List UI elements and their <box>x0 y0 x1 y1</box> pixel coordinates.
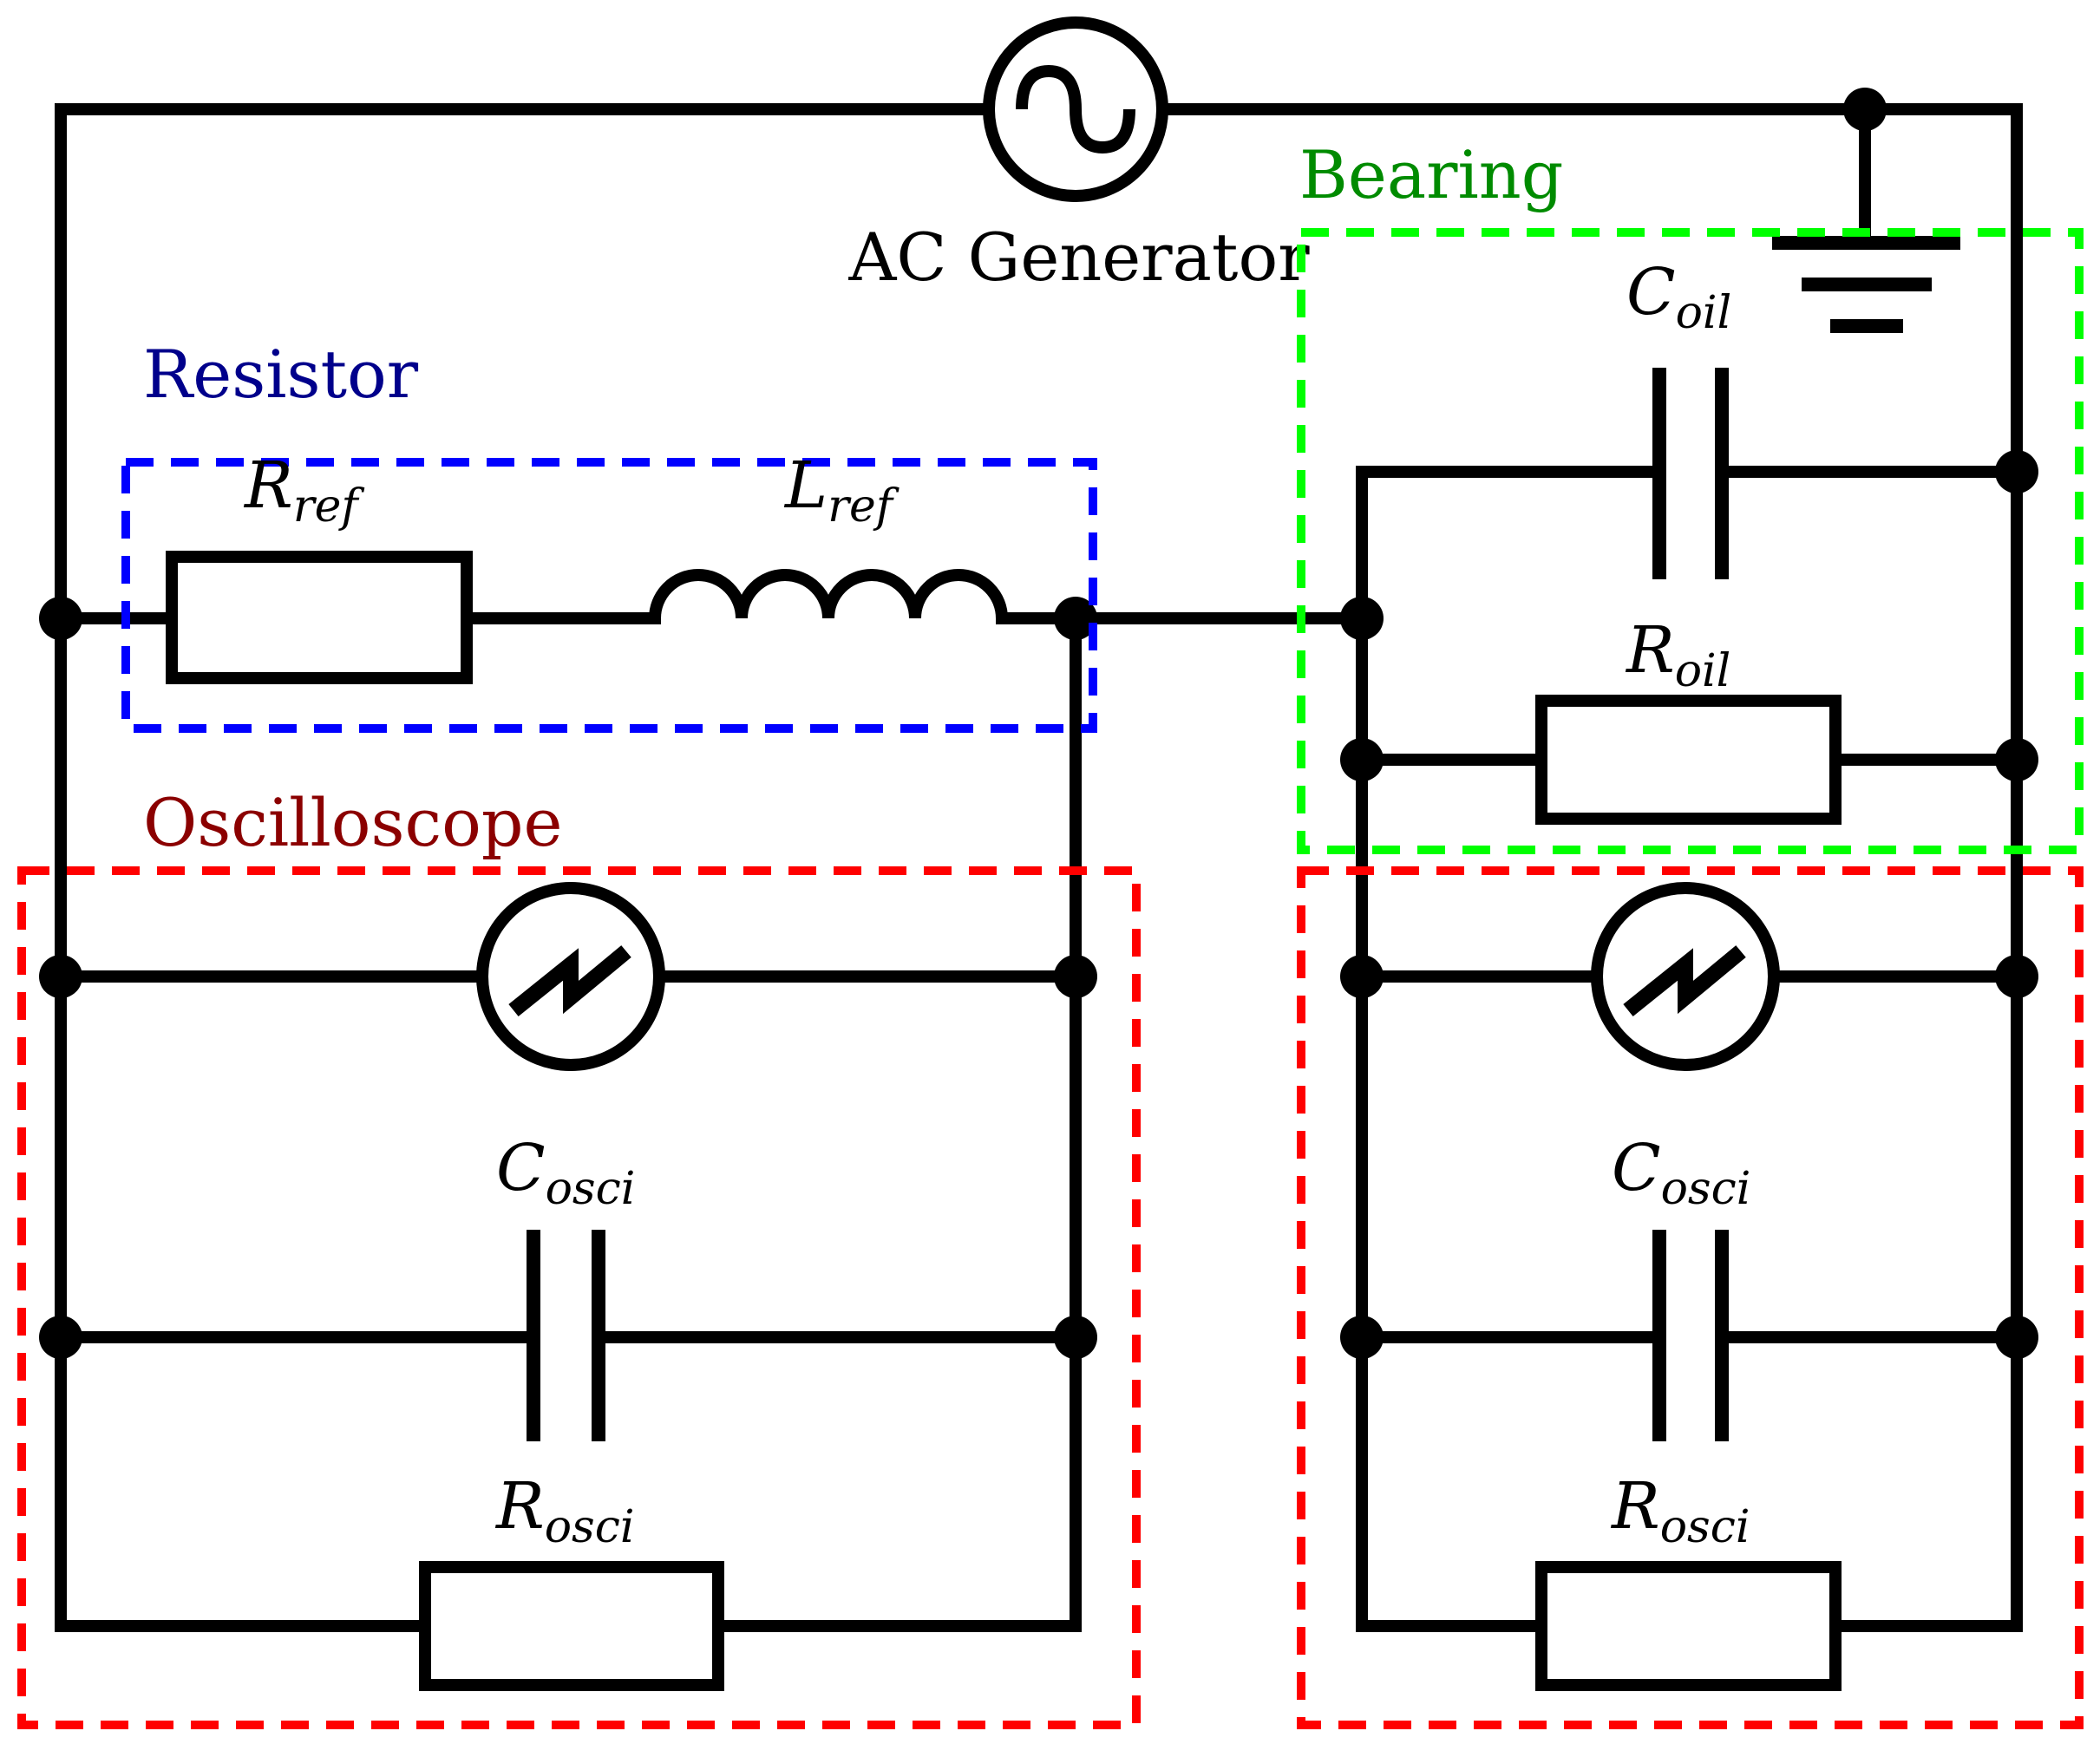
oscilloscope-left <box>476 882 665 1071</box>
l-ref-label: Lref <box>783 448 900 532</box>
r-osci-right-resistor <box>1535 1561 1842 1691</box>
l-ref-inductor <box>644 569 1009 625</box>
wires <box>55 103 2023 1632</box>
oscilloscope-right <box>1591 882 1780 1071</box>
junction-nodes <box>39 88 2038 1359</box>
c-osci-right-capacitor <box>1652 1230 1729 1441</box>
ground-icon <box>1772 236 1960 333</box>
resistor-group-label: Resistor <box>143 336 419 413</box>
r-ref-label: Rref <box>243 448 364 532</box>
oscilloscope-icon <box>1623 945 1746 1017</box>
oscilloscope-icon <box>508 945 631 1017</box>
r-osci-left-label: Rosci <box>494 1469 634 1553</box>
r-oil-resistor <box>1535 695 1842 825</box>
r-oil-label: Roil <box>1625 613 1730 697</box>
c-oil-capacitor <box>1652 368 1729 579</box>
oscilloscope-left-group-box <box>17 866 1141 1729</box>
c-osci-left-label: Cosci <box>496 1131 635 1215</box>
bearing-group-label: Bearing <box>1299 136 1563 213</box>
c-osci-left-capacitor <box>527 1230 605 1441</box>
generator-label: AC Generator <box>847 219 1310 296</box>
oscilloscope-group-label: Oscilloscope <box>143 784 563 861</box>
resistor-group-box <box>121 458 1097 733</box>
bearing-group-box <box>1297 228 2084 854</box>
c-oil-label: Coil <box>1626 255 1731 339</box>
r-ref-resistor <box>166 551 473 684</box>
c-osci-right-label: Cosci <box>1612 1131 1750 1215</box>
ac-source-icon <box>1016 64 1135 154</box>
r-osci-right-label: Rosci <box>1610 1469 1750 1553</box>
r-osci-left-resistor <box>419 1561 724 1691</box>
ac-generator <box>983 16 1168 202</box>
